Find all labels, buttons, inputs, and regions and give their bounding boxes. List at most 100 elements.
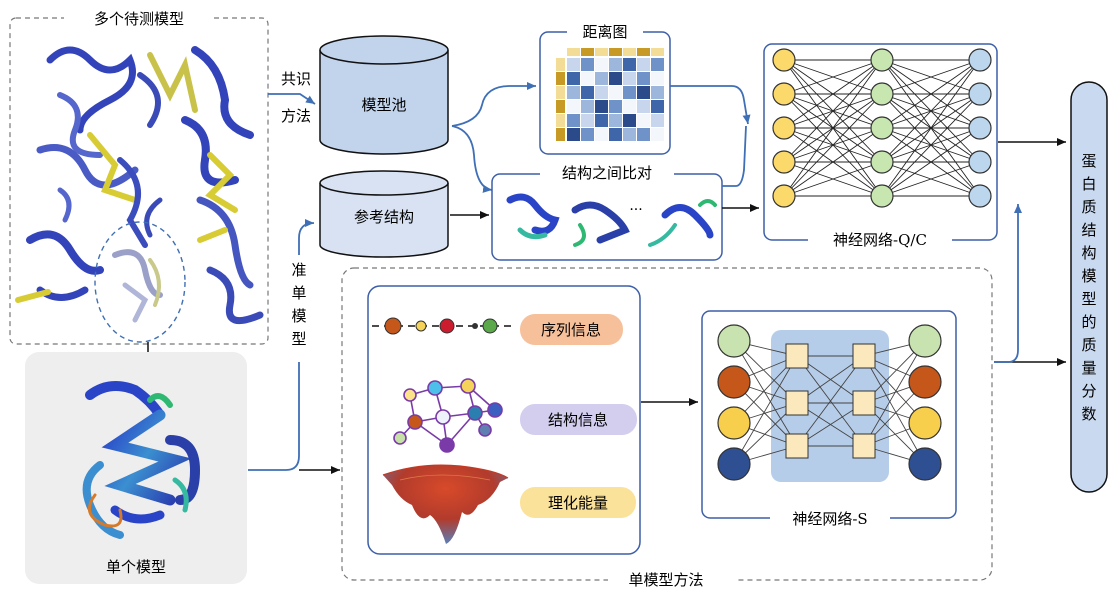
nn-s-connection bbox=[863, 340, 926, 447]
heatmap-cell bbox=[567, 58, 580, 71]
heatmap-cell bbox=[637, 58, 650, 71]
nn-s-title: 神经网络-S bbox=[792, 510, 867, 528]
single-model-label: 单个模型 bbox=[106, 558, 166, 576]
output-score-char: 质 bbox=[1081, 336, 1096, 354]
aligned-protein-1 bbox=[506, 193, 560, 240]
heatmap-side-strip bbox=[556, 114, 565, 127]
nn-s-outer-node bbox=[717, 365, 751, 399]
nn-s-network bbox=[717, 324, 942, 481]
model-pool-database: 模型池 bbox=[319, 35, 449, 155]
nn-qc-connection bbox=[783, 59, 883, 95]
heatmap-cell bbox=[581, 100, 594, 113]
nn-s-connection bbox=[733, 340, 798, 447]
arrow-nn-s-to-nn-qc bbox=[994, 204, 1022, 363]
structure-graph-icon bbox=[393, 378, 503, 453]
heatmap-cell bbox=[595, 86, 608, 99]
nn-qc-connection bbox=[881, 93, 981, 197]
nn-s-outer-node bbox=[717, 447, 751, 481]
output-score-char: 数 bbox=[1081, 405, 1096, 423]
heatmap-top-strip bbox=[623, 48, 636, 56]
aligned-protein-3 bbox=[648, 199, 717, 247]
output-score-char: 蛋 bbox=[1081, 152, 1096, 170]
arrow-alignment-to-nn-qc-line bbox=[722, 125, 747, 187]
heatmap-cell bbox=[595, 72, 608, 85]
heatmap-side-strip bbox=[556, 72, 565, 85]
nn-qc-connection bbox=[881, 59, 981, 163]
nn-s-outer-node bbox=[717, 324, 751, 358]
heatmap-cell bbox=[567, 86, 580, 99]
heatmap-cell bbox=[609, 86, 622, 99]
heatmap-cell bbox=[595, 128, 608, 141]
heatmap-cell bbox=[637, 100, 650, 113]
nn-qc-node bbox=[772, 82, 796, 106]
nn-qc-node bbox=[772, 116, 796, 140]
nn-qc-title: 神经网络-Q/C bbox=[833, 231, 927, 249]
single-model-method-title: 单模型方法 bbox=[628, 571, 703, 589]
output-score-char: 结 bbox=[1081, 221, 1096, 239]
nn-s-hidden-node bbox=[785, 343, 809, 369]
arrow-consensus-to-pool bbox=[268, 93, 316, 105]
arrow-pool-to-distance-map bbox=[451, 82, 536, 127]
alignment-ellipsis: ... bbox=[629, 198, 642, 214]
output-score-char: 量 bbox=[1081, 359, 1096, 377]
heatmap-cell bbox=[637, 114, 650, 127]
heatmap-cell bbox=[623, 72, 636, 85]
energy-label: 理化能量 bbox=[548, 494, 608, 512]
candidate-models-title: 多个待测模型 bbox=[94, 10, 184, 28]
reference-structure-label: 参考结构 bbox=[354, 208, 414, 226]
protein-structures-cluster bbox=[15, 46, 264, 325]
heatmap-cell bbox=[609, 58, 622, 71]
nn-qc-connection bbox=[783, 59, 883, 197]
nn-s-outer-node bbox=[908, 447, 942, 481]
sequence-info-label: 序列信息 bbox=[541, 321, 601, 339]
nn-qc-node bbox=[968, 48, 992, 72]
nn-qc-panel: 神经网络-Q/C bbox=[763, 43, 998, 250]
heatmap-cell bbox=[609, 72, 622, 85]
arrow-distance-map-to-nn-qc bbox=[670, 85, 751, 125]
heatmap-cell bbox=[637, 72, 650, 85]
energy-pill bbox=[520, 487, 636, 518]
nn-qc-connection bbox=[881, 127, 981, 197]
nn-s-hidden-node bbox=[852, 433, 876, 459]
nn-s-outer-node bbox=[717, 406, 751, 440]
nn-s-panel: 神经网络-S bbox=[701, 310, 957, 529]
heatmap-cell bbox=[581, 128, 594, 141]
nn-s-connection bbox=[733, 355, 798, 465]
nn-qc-node bbox=[968, 184, 992, 208]
nn-s-outer-node bbox=[908, 324, 942, 358]
nn-s-hidden-node bbox=[852, 343, 876, 369]
structure-info-label: 结构信息 bbox=[548, 411, 608, 429]
output-score-char: 质 bbox=[1081, 198, 1096, 216]
structure-alignment-title: 结构之间比对 bbox=[562, 164, 652, 182]
nn-qc-node bbox=[772, 184, 796, 208]
heatmap-cell bbox=[651, 128, 664, 141]
aligned-protein-2 bbox=[571, 201, 630, 247]
heatmap-cell bbox=[581, 114, 594, 127]
heatmap-side-strip bbox=[556, 100, 565, 113]
nn-qc-node bbox=[968, 82, 992, 106]
quasi-single-char-2: 单 bbox=[291, 284, 306, 302]
nn-qc-node bbox=[870, 116, 894, 140]
nn-s-hidden-node bbox=[785, 433, 809, 459]
output-score-char: 的 bbox=[1081, 313, 1096, 331]
heatmap-top-strip bbox=[581, 48, 594, 56]
sequence-info-pill bbox=[520, 314, 623, 345]
nn-qc-connection bbox=[783, 93, 883, 197]
heatmap-cell bbox=[581, 58, 594, 71]
heatmap-cell bbox=[581, 86, 594, 99]
distance-map-heatmap bbox=[556, 48, 664, 141]
heatmap-cell bbox=[651, 86, 664, 99]
nn-qc-connection bbox=[783, 161, 883, 197]
heatmap-cell bbox=[567, 100, 580, 113]
energy-landscape-icon bbox=[382, 464, 509, 544]
nn-qc-node bbox=[870, 184, 894, 208]
heatmap-cell bbox=[637, 128, 650, 141]
heatmap-top-strip bbox=[637, 48, 650, 56]
nn-s-hidden-node bbox=[852, 390, 876, 416]
heatmap-cell bbox=[609, 114, 622, 127]
heatmap-cell bbox=[623, 86, 636, 99]
heatmap-side-strip bbox=[556, 58, 565, 71]
features-panel: 序列信息 结构 bbox=[367, 285, 641, 555]
